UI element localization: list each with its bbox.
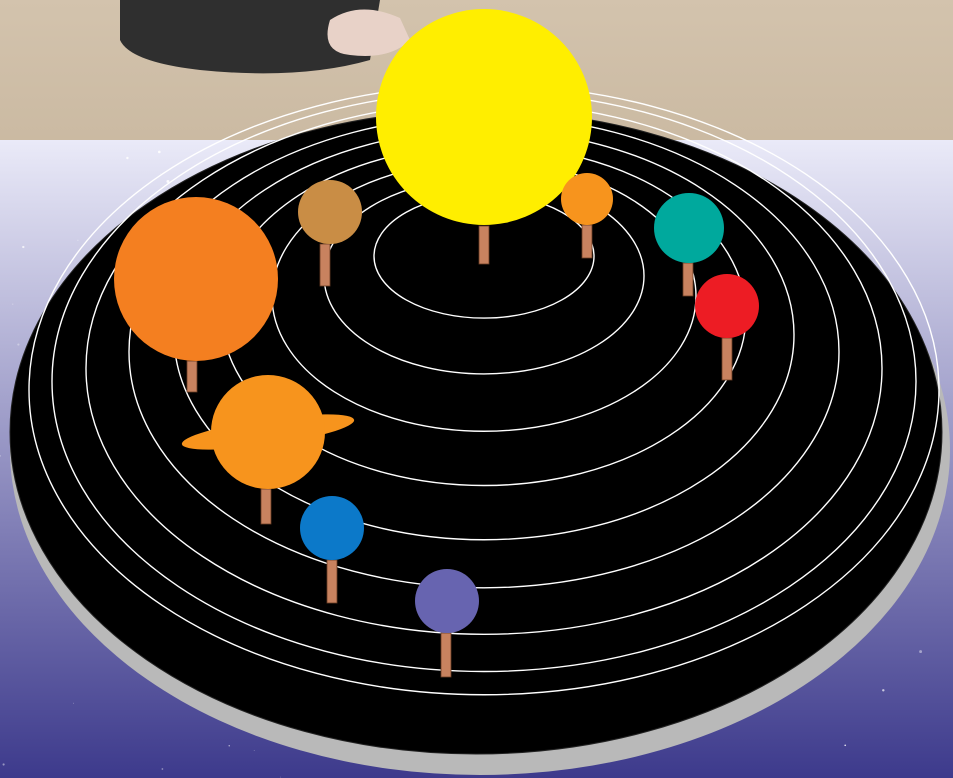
venus-stick bbox=[320, 244, 330, 286]
mercury bbox=[561, 173, 613, 225]
sun bbox=[376, 9, 592, 225]
star bbox=[280, 777, 281, 778]
star bbox=[844, 744, 846, 746]
venus bbox=[298, 180, 362, 244]
star bbox=[162, 768, 164, 770]
jupiter bbox=[114, 197, 278, 361]
saturn-stick bbox=[261, 489, 271, 524]
star bbox=[254, 750, 255, 751]
uranus bbox=[300, 496, 364, 560]
star bbox=[126, 157, 128, 159]
star bbox=[77, 240, 78, 241]
star bbox=[919, 650, 922, 653]
star bbox=[73, 703, 74, 704]
star bbox=[882, 689, 884, 691]
jupiter-stick bbox=[187, 361, 197, 392]
sun-stick bbox=[479, 226, 489, 264]
saturn bbox=[211, 375, 325, 489]
star bbox=[3, 763, 5, 765]
star bbox=[17, 344, 19, 346]
mercury-stick bbox=[582, 225, 592, 258]
mars-stick bbox=[722, 338, 732, 380]
star bbox=[158, 151, 161, 154]
star bbox=[160, 173, 161, 174]
star bbox=[22, 246, 24, 248]
neptune bbox=[415, 569, 479, 633]
mars bbox=[695, 274, 759, 338]
earth bbox=[654, 193, 724, 263]
uranus-stick bbox=[327, 560, 337, 603]
neptune-stick bbox=[441, 633, 451, 677]
star bbox=[229, 745, 230, 746]
earth-stick bbox=[683, 263, 693, 296]
star bbox=[12, 304, 13, 305]
